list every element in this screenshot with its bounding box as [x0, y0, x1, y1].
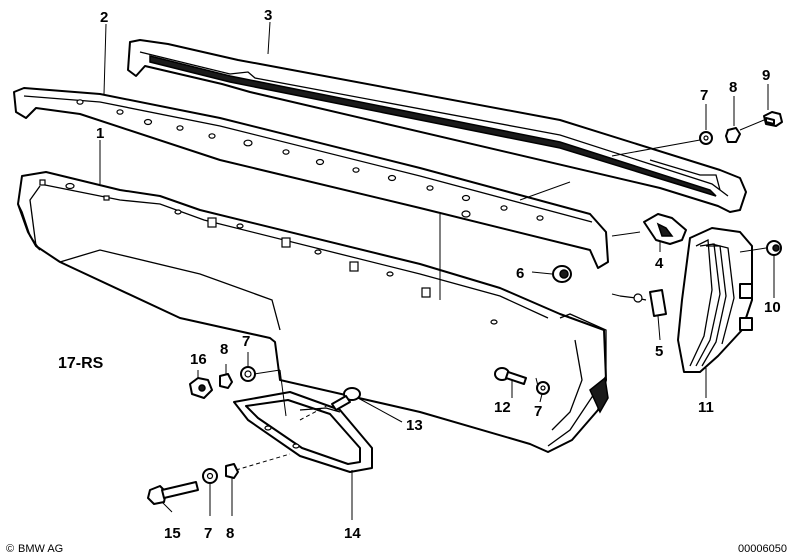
nut-part-6 — [552, 265, 572, 283]
label-part-8-bottom: 8 — [226, 525, 234, 542]
label-part-14: 14 — [344, 525, 361, 542]
label-part-3: 3 — [264, 7, 272, 24]
label-part-9: 9 — [762, 67, 770, 84]
bumper-body-part-1 — [17, 171, 609, 453]
label-part-8-top: 8 — [729, 79, 737, 96]
bracket-part-5 — [619, 289, 667, 317]
label-part-10: 10 — [764, 299, 781, 316]
hardware-bottom — [147, 463, 239, 505]
label-part-7-bottom: 7 — [204, 525, 212, 542]
label-part-6: 6 — [516, 265, 524, 282]
trim-strip-part-2 — [13, 87, 609, 269]
nut-part-10 — [766, 240, 782, 256]
hardware-top-right — [699, 111, 783, 145]
clip-part-4 — [643, 213, 687, 245]
corner-rubber-part-11 — [677, 227, 753, 373]
copyright-symbol: © — [6, 543, 14, 555]
label-part-8-left: 8 — [220, 341, 228, 358]
part-labels: 2 3 1 7 8 9 4 6 5 10 11 12 7 13 14 15 7 … — [96, 7, 781, 542]
bolt-part-13 — [331, 387, 361, 411]
label-part-12: 12 — [494, 399, 511, 416]
seal-strip-part-3 — [127, 39, 747, 213]
label-part-5: 5 — [655, 343, 663, 360]
diagram-id: 00006050 — [738, 543, 787, 555]
label-part-15: 15 — [164, 525, 181, 542]
label-part-11: 11 — [698, 399, 714, 416]
label-part-1: 1 — [96, 125, 104, 142]
hardware-left — [189, 366, 256, 399]
label-part-7-top: 7 — [700, 87, 708, 104]
label-part-4: 4 — [655, 255, 664, 272]
footer: © BMW AG 00006050 — [6, 543, 787, 555]
label-part-16: 16 — [190, 351, 207, 368]
section-caption: 17-RS — [58, 355, 104, 372]
leader-lines — [99, 21, 775, 520]
copyright-text: BMW AG — [18, 543, 63, 555]
bracket-loop-part-14 — [233, 391, 373, 473]
label-part-7-left: 7 — [242, 333, 250, 350]
label-part-7-right: 7 — [534, 403, 542, 420]
bolt-part-12 — [494, 367, 550, 395]
label-part-13: 13 — [406, 417, 423, 434]
label-part-2: 2 — [100, 9, 108, 26]
